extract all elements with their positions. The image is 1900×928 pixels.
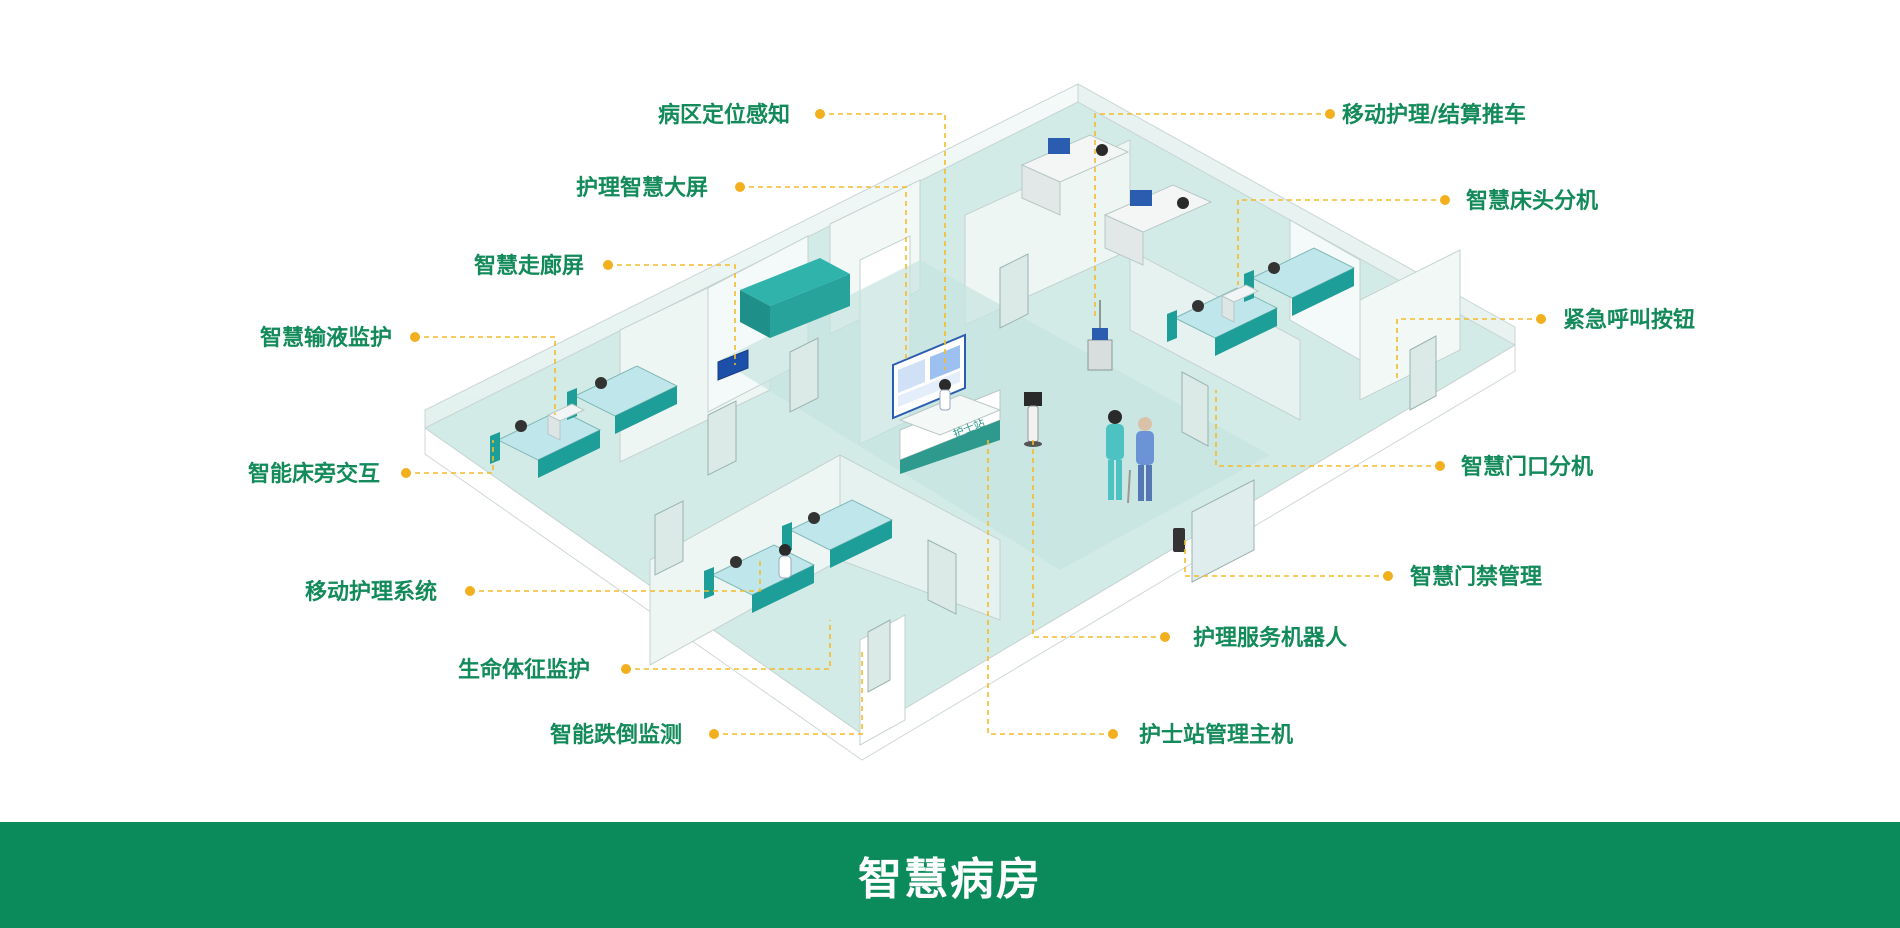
callout-area-positioning: 病区定位感知 [658,102,825,128]
label-infusion-monitor: 智慧输液监护 [260,325,392,351]
label-bedhead-extension: 智慧床头分机 [1466,188,1598,214]
callout-emergency-button: 紧急呼叫按钮 [1536,307,1695,333]
callout-mobile-nursing-system: 移动护理系统 [305,579,475,605]
callout-door-extension: 智慧门口分机 [1435,454,1593,480]
callout-infusion-monitor: 智慧输液监护 [260,325,420,351]
label-vital-signs: 生命体征监护 [458,657,590,683]
label-door-extension: 智慧门口分机 [1461,454,1593,480]
door [654,253,1437,693]
callout-corridor-screen: 智慧走廊屏 [474,253,613,279]
doctor-and-patient [1106,410,1154,504]
callout-access-control: 智慧门禁管理 [1383,564,1542,590]
smart-ward-diagram: 护士站 [248,83,1695,761]
nurse-station: 护士站 [898,379,1002,474]
label-fall-detection: 智能跌倒监测 [550,722,682,748]
callout-bedhead-extension: 智慧床头分机 [1440,188,1598,214]
label-corridor-screen: 智慧走廊屏 [474,253,584,279]
label-area-positioning: 病区定位感知 [658,102,790,128]
callout-fall-detection: 智能跌倒监测 [550,722,719,748]
corridor-screen [717,349,749,381]
label-mobile-nursing-system: 移动护理系统 [305,579,437,605]
office-desk [1103,184,1213,266]
label-service-robot: 护理服务机器人 [1193,626,1347,651]
mobile-cart [1087,300,1113,371]
label-access-control: 智慧门禁管理 [1410,564,1542,590]
callout-station-host: 护士站管理主机 [1108,722,1293,748]
floor-plan: 护士站 [424,83,1517,761]
storage-cabinet [740,258,850,338]
label-bedside-interaction: 智能床旁交互 [248,461,380,487]
office-desk [1020,134,1130,216]
label-nursing-screen: 护理智慧大屏 [576,175,708,201]
callout-service-robot: 护理服务机器人 [1160,626,1347,651]
title-banner: 智慧病房 [0,822,1900,928]
page-title: 智慧病房 [858,854,1042,905]
callout-mobile-cart: 移动护理/结算推车 [1325,102,1526,128]
label-emergency-button: 紧急呼叫按钮 [1563,307,1695,333]
callout-vital-signs: 生命体征监护 [458,657,631,683]
access-control-panel [1173,528,1185,552]
leader-lines [406,113,1541,735]
callout-bedside-interaction: 智能床旁交互 [248,461,411,487]
label-mobile-cart: 移动护理/结算推车 [1342,102,1526,128]
callout-nursing-screen: 护理智慧大屏 [576,175,745,201]
label-station-host: 护士站管理主机 [1139,722,1293,748]
